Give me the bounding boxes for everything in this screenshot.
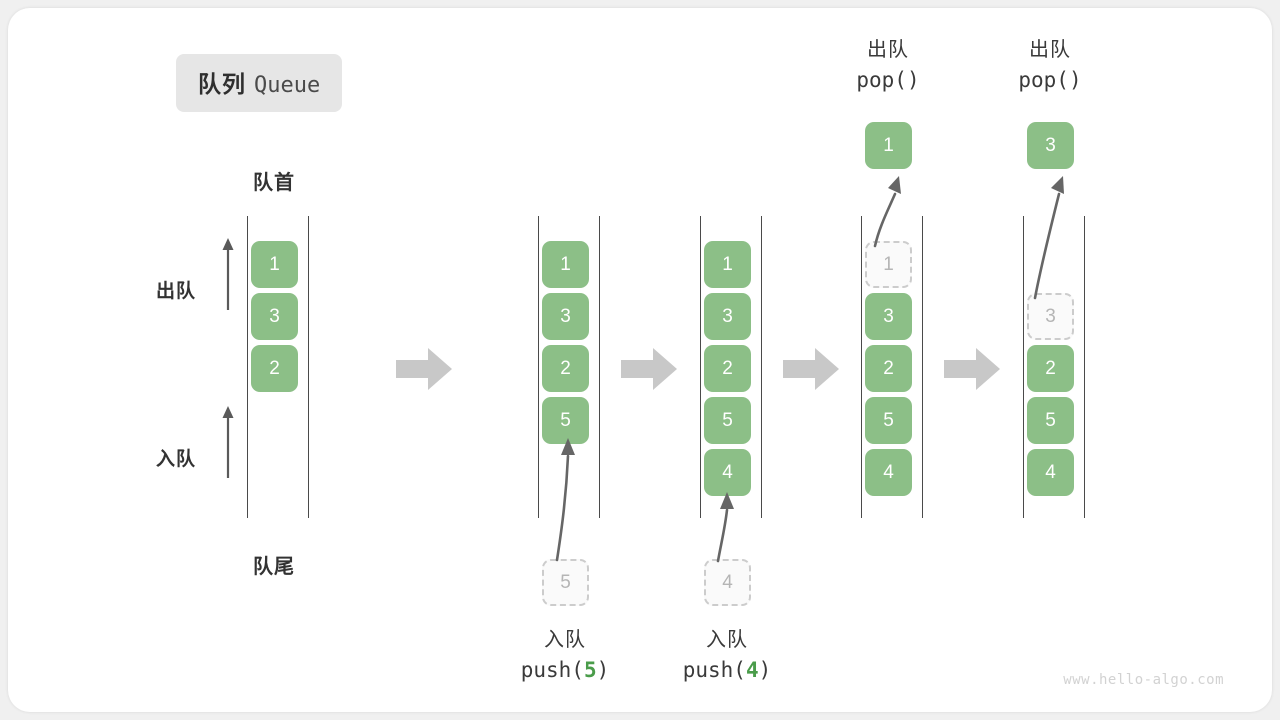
step-arrow-icon — [944, 348, 1000, 390]
head-label: 队首 — [253, 172, 295, 194]
ghost-element: 3 — [1027, 293, 1074, 340]
queue-element: 3 — [542, 293, 589, 340]
push-motion-arrow-icon — [716, 492, 734, 563]
caption-value: 5 — [583, 658, 597, 682]
rail-left — [1023, 216, 1024, 518]
rail-left — [538, 216, 539, 518]
queue-element: 4 — [865, 449, 912, 496]
caption-value: 4 — [745, 658, 759, 682]
watermark: www.hello-algo.com — [1063, 672, 1224, 688]
ghost-element: 1 — [865, 241, 912, 288]
rail-right — [1084, 216, 1085, 518]
queue-element: 2 — [704, 345, 751, 392]
queue-column-initial: 1 3 2 — [189, 8, 359, 712]
enqueue-direction-label: 入队 — [156, 449, 197, 470]
title-english: Queue — [254, 73, 321, 98]
queue-element: 1 — [704, 241, 751, 288]
queue-element-new: 5 — [542, 397, 589, 444]
queue-element: 2 — [542, 345, 589, 392]
queue-element: 3 — [704, 293, 751, 340]
queue-element: 5 — [704, 397, 751, 444]
dequeue-direction-label: 出队 — [156, 281, 197, 302]
queue-element: 5 — [865, 397, 912, 444]
queue-column-after-pop-3: 3 3 2 5 4 — [965, 8, 1135, 712]
popped-element: 3 — [1027, 122, 1074, 169]
caption-code: push(5) — [465, 655, 665, 685]
queue-element: 3 — [251, 293, 298, 340]
caption-fn: push( — [682, 658, 746, 682]
queue-element: 2 — [865, 345, 912, 392]
caption-pop-1: 出队 pop() — [788, 36, 988, 95]
dequeue-arrow-icon — [222, 238, 234, 310]
rail-left — [700, 216, 701, 518]
enqueue-arrow-icon — [222, 406, 234, 478]
rail-right — [308, 216, 309, 518]
diagram-title-badge: 队列 Queue — [176, 54, 343, 112]
title-chinese: 队列 — [198, 71, 246, 97]
caption-chinese: 入队 — [706, 629, 748, 651]
queue-column-after-pop-1: 1 1 3 2 5 4 — [803, 8, 973, 712]
step-arrow-icon — [783, 348, 839, 390]
rail-right — [922, 216, 923, 518]
caption-fn-end: ) — [758, 658, 772, 682]
caption-fn: push( — [520, 658, 584, 682]
rail-right — [599, 216, 600, 518]
rail-right — [761, 216, 762, 518]
caption-fn-end: ) — [906, 68, 920, 92]
ghost-element: 4 — [704, 559, 751, 606]
caption-chinese: 入队 — [544, 629, 586, 651]
pop-motion-arrow-icon — [873, 176, 901, 248]
queue-element: 1 — [251, 241, 298, 288]
queue-element: 2 — [251, 345, 298, 392]
caption-push-5: 入队 push(5) — [465, 626, 665, 685]
queue-column-after-push-4: 1 3 2 5 4 4 — [642, 8, 812, 712]
caption-code: push(4) — [627, 655, 827, 685]
popped-element: 1 — [865, 122, 912, 169]
step-arrow-icon — [396, 348, 452, 390]
caption-chinese: 出队 — [867, 39, 909, 61]
diagram-card: 队列 Queue 队首 队尾 出队 入队 1 3 2 — [8, 8, 1272, 712]
caption-fn: pop( — [856, 68, 907, 92]
queue-element-new: 4 — [704, 449, 751, 496]
caption-fn-end: ) — [1068, 68, 1082, 92]
rail-left — [861, 216, 862, 518]
caption-code: pop() — [950, 65, 1150, 95]
queue-column-after-push-5: 1 3 2 5 5 — [480, 8, 650, 712]
caption-code: pop() — [788, 65, 988, 95]
tail-label: 队尾 — [253, 556, 295, 578]
queue-element: 4 — [1027, 449, 1074, 496]
queue-element: 2 — [1027, 345, 1074, 392]
queue-element: 1 — [542, 241, 589, 288]
ghost-element: 5 — [542, 559, 589, 606]
pop-motion-arrow-icon — [1033, 176, 1064, 300]
rail-left — [247, 216, 248, 518]
caption-fn-end: ) — [596, 658, 610, 682]
caption-push-4: 入队 push(4) — [627, 626, 827, 685]
queue-element: 5 — [1027, 397, 1074, 444]
caption-pop-3: 出队 pop() — [950, 36, 1150, 95]
caption-fn: pop( — [1018, 68, 1069, 92]
step-arrow-icon — [621, 348, 677, 390]
push-motion-arrow-icon — [555, 438, 575, 562]
queue-element: 3 — [865, 293, 912, 340]
caption-chinese: 出队 — [1029, 39, 1071, 61]
